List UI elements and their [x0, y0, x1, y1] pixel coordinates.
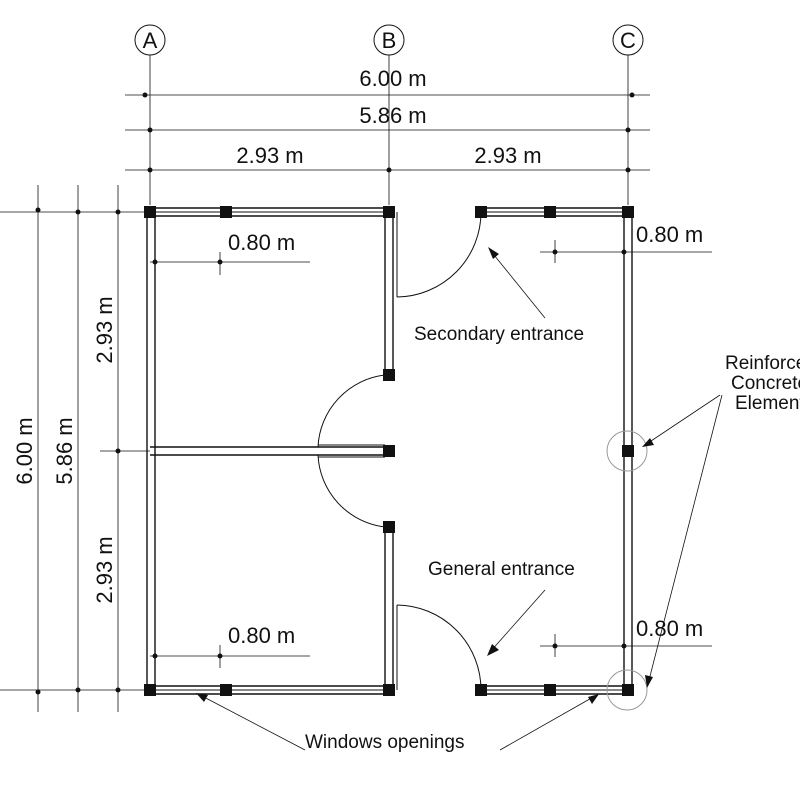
window-glazing — [155, 211, 628, 691]
dim-half-left: 2.93 m — [236, 143, 303, 168]
dim-inner-width: 5.86 m — [359, 103, 426, 128]
left-dimensions: 6.00 m 5.86 m 2.93 m 2.93 m — [0, 185, 150, 712]
dim-half-top: 2.93 m — [92, 296, 117, 363]
dim-window-top-left: 0.80 m — [228, 230, 295, 255]
label-reinforced-line1: Reinforced — [725, 353, 800, 374]
column-highlights — [606, 430, 648, 711]
arrow-head — [645, 675, 653, 688]
dim-window-bottom-left: 0.80 m — [228, 623, 295, 648]
grid-label-c: C — [620, 28, 636, 53]
label-reinforced-line3: Elements — [735, 393, 800, 414]
walls — [146, 207, 633, 695]
dim-half-right: 2.93 m — [474, 143, 541, 168]
arrow-head — [588, 694, 599, 704]
grid-label-a: A — [143, 28, 158, 53]
columns — [144, 206, 634, 696]
arrow-head — [487, 644, 499, 656]
grid-label-b: B — [382, 28, 397, 53]
top-dimensions: 6.00 m 5.86 m 2.93 m 2.93 m — [125, 66, 650, 173]
arrow-head — [196, 693, 208, 702]
annotations: Secondary entrance General entrance Rein… — [196, 247, 800, 753]
grid-bubbles: A B C — [134, 24, 644, 205]
arrow-head — [488, 247, 499, 259]
window-dimensions: 0.80 m 0.80 m 0.80 m 0.80 m — [150, 222, 712, 668]
dim-overall-height: 6.00 m — [12, 417, 37, 484]
dim-window-top-right: 0.80 m — [636, 222, 703, 247]
label-reinforced-line2: Concrete — [731, 373, 800, 394]
dim-window-bottom-right: 0.80 m — [636, 616, 703, 641]
dim-half-bottom: 2.93 m — [92, 536, 117, 603]
label-secondary-entrance: Secondary entrance — [414, 324, 584, 345]
dim-inner-height: 5.86 m — [52, 417, 77, 484]
dim-overall-width: 6.00 m — [359, 66, 426, 91]
doors — [317, 211, 482, 691]
arrow-head — [642, 438, 654, 447]
label-windows-openings: Windows openings — [305, 732, 464, 753]
label-general-entrance: General entrance — [428, 559, 575, 580]
